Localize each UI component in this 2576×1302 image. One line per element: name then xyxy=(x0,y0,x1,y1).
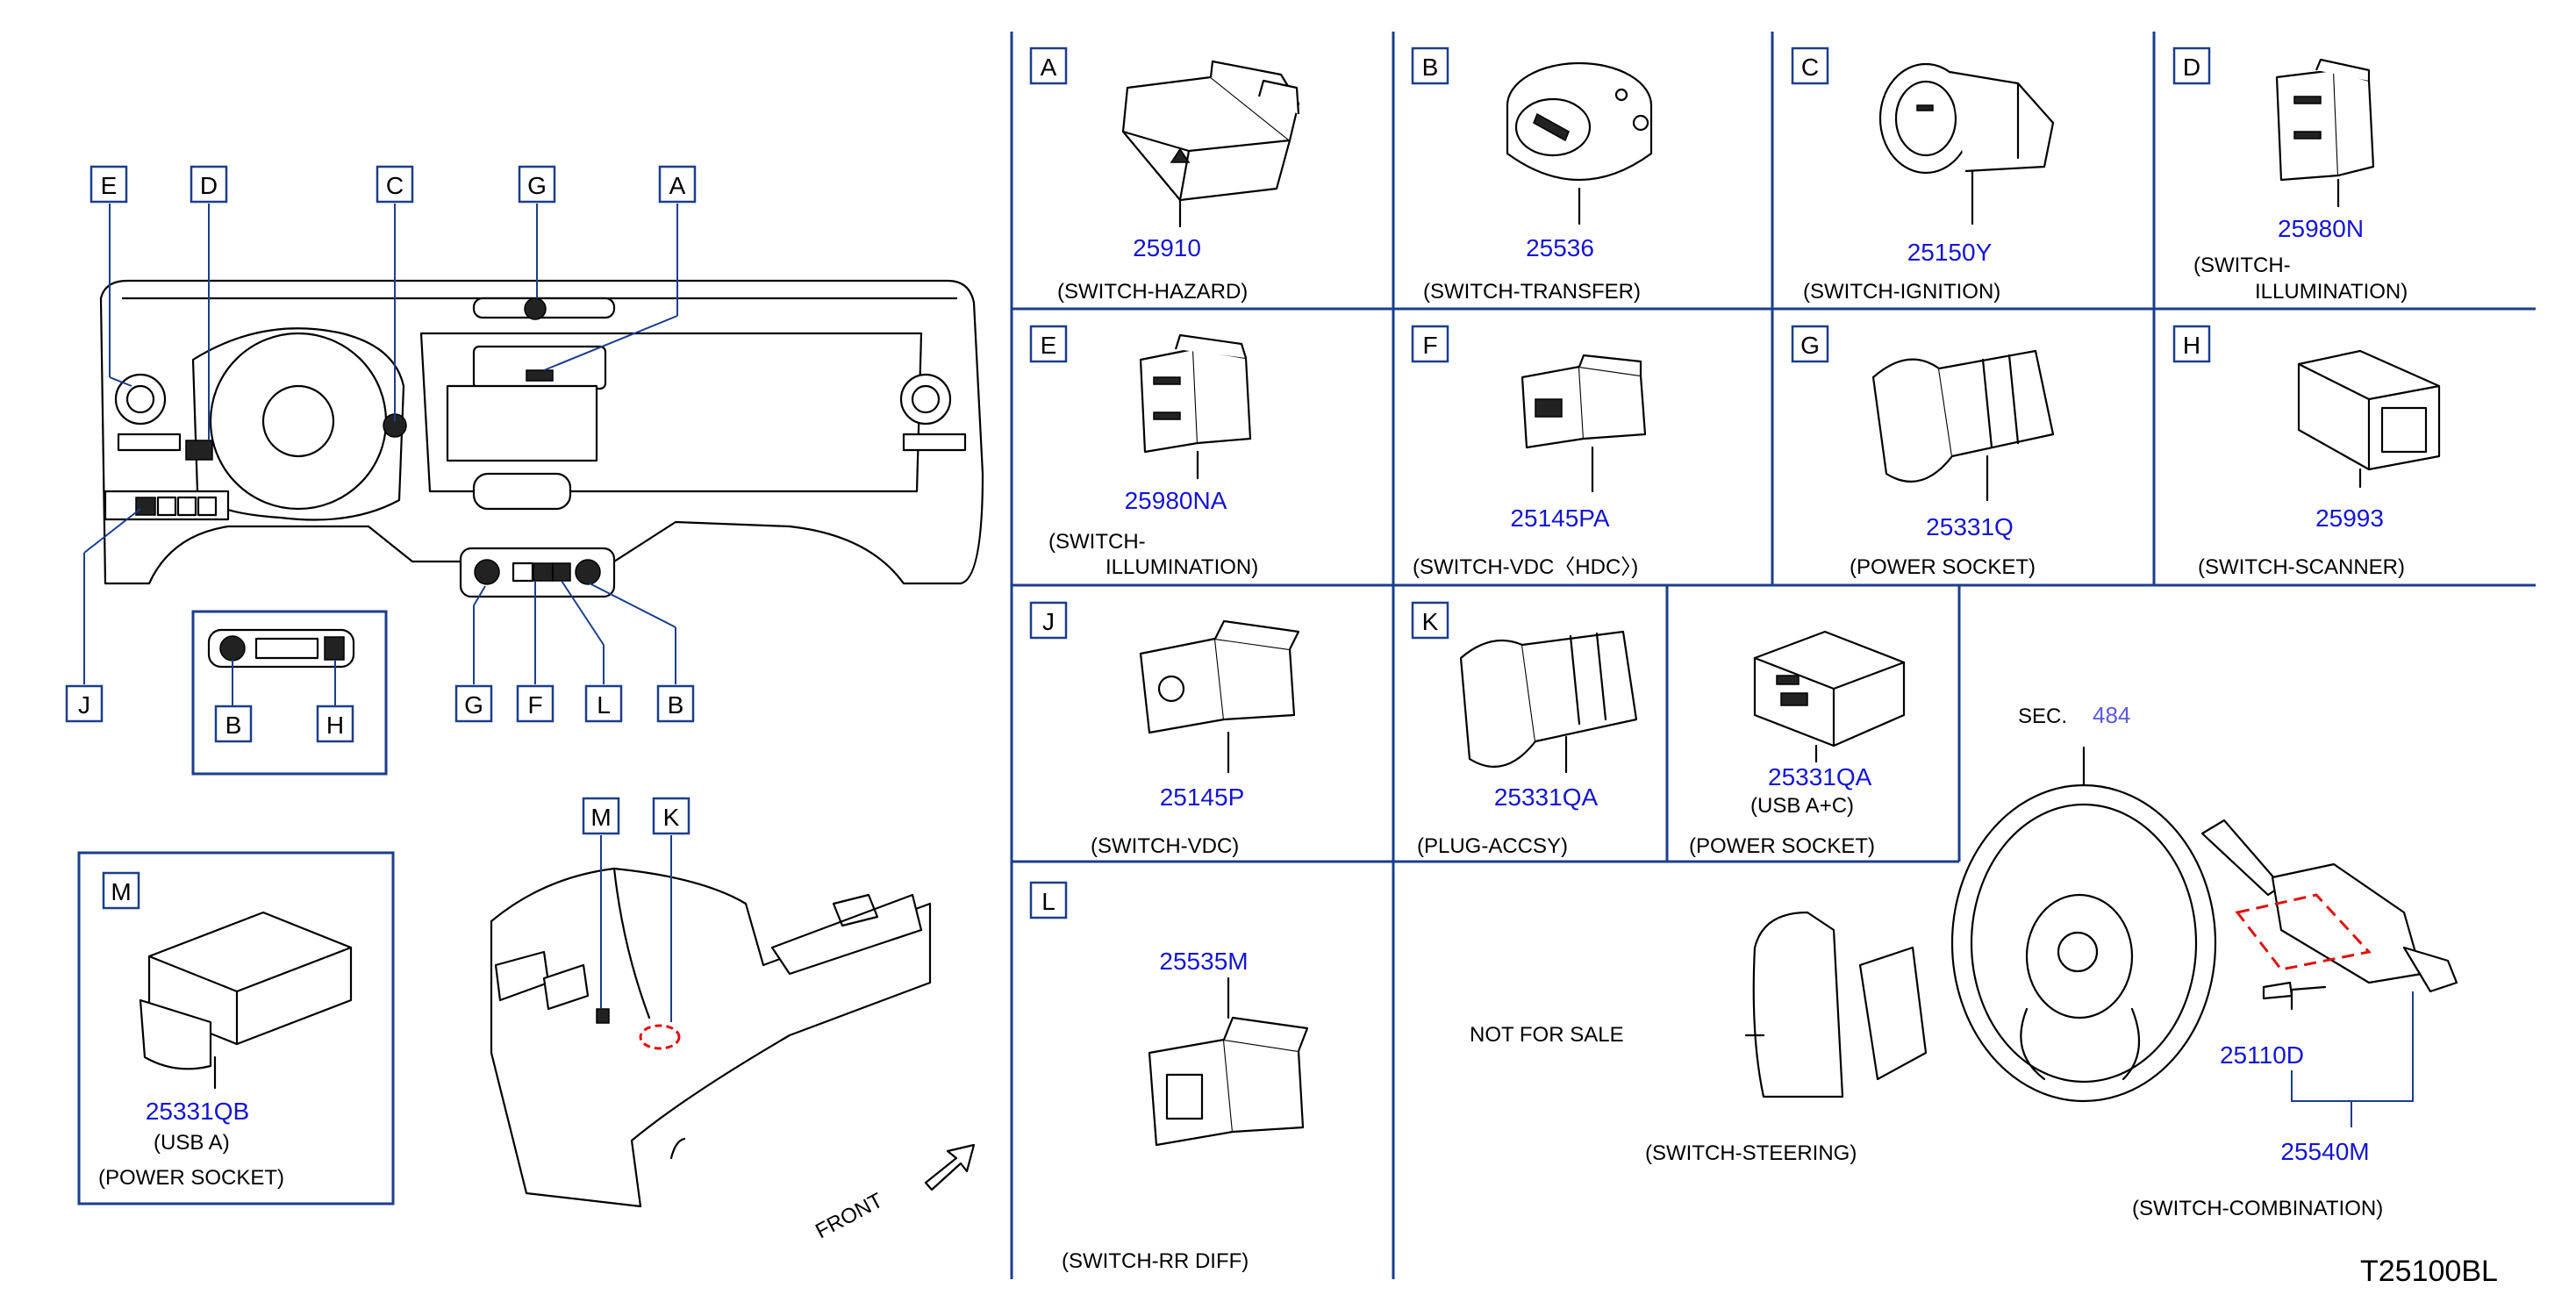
hazard-switch-drawing xyxy=(1121,60,1300,228)
front-arrow-icon xyxy=(924,1143,976,1191)
ov-label-g: G xyxy=(464,691,483,719)
rr-diff-switch-drawing xyxy=(1148,976,1309,1147)
cell-d-letter: D xyxy=(2183,54,2200,81)
combination-switch-drawing xyxy=(2200,819,2458,1011)
caption-power-socket-usb-ac: (POWER SOCKET) xyxy=(1689,834,1875,858)
front-label: FRONT xyxy=(812,1188,887,1243)
caption-illumination-e-2: ILLUMINATION) xyxy=(1106,555,1258,579)
ov-label-f: F xyxy=(527,691,542,719)
caption-vdc: (SWITCH-VDC) xyxy=(1091,834,1239,858)
ov-label-b: B xyxy=(668,691,684,719)
sec-label: SEC. xyxy=(2018,705,2067,728)
part-25331qa-plug: 25331QA xyxy=(1494,783,1599,811)
part-25980na: 25980NA xyxy=(1125,487,1227,514)
cell-h-letter: H xyxy=(2183,332,2200,359)
inset-label-b: B xyxy=(225,712,242,739)
caption-rr-diff: (SWITCH-RR DIFF) xyxy=(1062,1249,1249,1273)
overview-leaders xyxy=(83,204,678,684)
cell-k-letter: K xyxy=(1422,608,1439,635)
part-25993: 25993 xyxy=(2315,504,2384,532)
ov-label-c: C xyxy=(386,172,404,199)
caption-illumination-d-2: ILLUMINATION) xyxy=(2255,280,2408,304)
part-25536: 25536 xyxy=(1526,234,1594,261)
ov-label-e: E xyxy=(101,172,118,199)
part-25331qb: 25331QB xyxy=(146,1098,249,1125)
dashboard-drawing xyxy=(99,279,984,598)
part-25331q: 25331Q xyxy=(1926,513,2014,540)
caption-power-socket-g: (POWER SOCKET) xyxy=(1850,555,2036,579)
transfer-switch-drawing xyxy=(1506,61,1653,225)
caption-plug-accsy: (PLUG-ACCSY) xyxy=(1417,834,1568,858)
ov-label-g-top: G xyxy=(527,172,547,199)
cell-labels: A B C D E F G H J K L xyxy=(1029,46,2211,919)
part-25331qa-usb: 25331QA xyxy=(1768,763,1872,790)
part-25910: 25910 xyxy=(1133,234,1201,261)
box-m-subtitle: (USB A) xyxy=(154,1131,230,1155)
box-m-letter: M xyxy=(111,878,131,905)
not-for-sale: NOT FOR SALE xyxy=(1470,1023,1624,1047)
cell-g-letter: G xyxy=(1800,332,1820,359)
ov-label-l: L xyxy=(597,691,611,719)
power-socket-g-drawing xyxy=(1871,349,2055,502)
cell-j-letter: J xyxy=(1042,608,1055,635)
steering-wheel-drawing xyxy=(1950,746,2217,1103)
part-25150y: 25150Y xyxy=(1907,239,1993,266)
inset-bh: B H xyxy=(191,610,388,776)
ov-label-d: D xyxy=(200,172,218,199)
combination-bracket xyxy=(2291,991,2414,1127)
vdc-hdc-switch-drawing xyxy=(1521,354,1647,493)
cell-b-letter: B xyxy=(1422,54,1439,81)
illumination-switch-d-drawing xyxy=(2275,58,2375,208)
caption-illumination-d-1: (SWITCH- xyxy=(2193,254,2291,277)
cell-e-letter: E xyxy=(1041,332,1057,359)
cell-c-letter: C xyxy=(1801,54,1819,81)
cell-a-letter: A xyxy=(1041,54,1057,81)
grid-frame xyxy=(1010,32,2536,1279)
caption-switch-combination: (SWITCH-COMBINATION) xyxy=(2132,1197,2383,1220)
caption-vdc-hdc: (SWITCH-VDC〈HDC〉) xyxy=(1413,555,1638,579)
ov-label-j: J xyxy=(78,691,90,719)
part-25535m: 25535M xyxy=(1159,948,1248,975)
caption-illumination-e-1: (SWITCH- xyxy=(1048,530,1146,554)
part-25540m: 25540M xyxy=(2280,1138,2369,1165)
caption-transfer: (SWITCH-TRANSFER) xyxy=(1423,280,1641,304)
cell-l-letter: L xyxy=(1041,888,1055,915)
caption-scanner: (SWITCH-SCANNER) xyxy=(2198,555,2405,579)
overview-label-boxes: E D C G A J G F L B xyxy=(65,165,697,723)
part-25980n: 25980N xyxy=(2278,215,2364,242)
box-m-caption: (POWER SOCKET) xyxy=(98,1166,284,1190)
ov-label-a: A xyxy=(669,172,686,199)
usb-ac-socket-drawing xyxy=(1753,630,1906,763)
caption-hazard: (SWITCH-HAZARD) xyxy=(1057,280,1248,304)
usb-ac-subtitle: (USB A+C) xyxy=(1750,794,1854,818)
plug-accsy-drawing xyxy=(1459,630,1638,774)
box-m: M xyxy=(77,851,395,1205)
cell-f-letter: F xyxy=(1422,332,1437,359)
scanner-switch-drawing xyxy=(2297,349,2441,489)
part-25145pa: 25145PA xyxy=(1510,504,1609,532)
part-25145p: 25145P xyxy=(1160,783,1245,811)
console-drawing: M K xyxy=(490,797,932,1208)
sec-ref: 484 xyxy=(2093,702,2130,728)
inset-label-h: H xyxy=(326,712,344,739)
ov-label-m: M xyxy=(590,804,611,831)
caption-ignition: (SWITCH-IGNITION) xyxy=(1803,280,2000,304)
ov-label-k: K xyxy=(663,804,680,831)
illumination-switch-e-drawing xyxy=(1139,333,1252,480)
ignition-switch-drawing xyxy=(1878,62,2055,225)
caption-switch-steering: (SWITCH-STEERING) xyxy=(1645,1141,1857,1165)
drawing-id: T25100BL xyxy=(2360,1255,2498,1288)
part-25110d: 25110D xyxy=(2220,1041,2304,1069)
steering-switch-drawing xyxy=(1744,911,1928,1098)
vdc-switch-drawing xyxy=(1139,619,1300,774)
